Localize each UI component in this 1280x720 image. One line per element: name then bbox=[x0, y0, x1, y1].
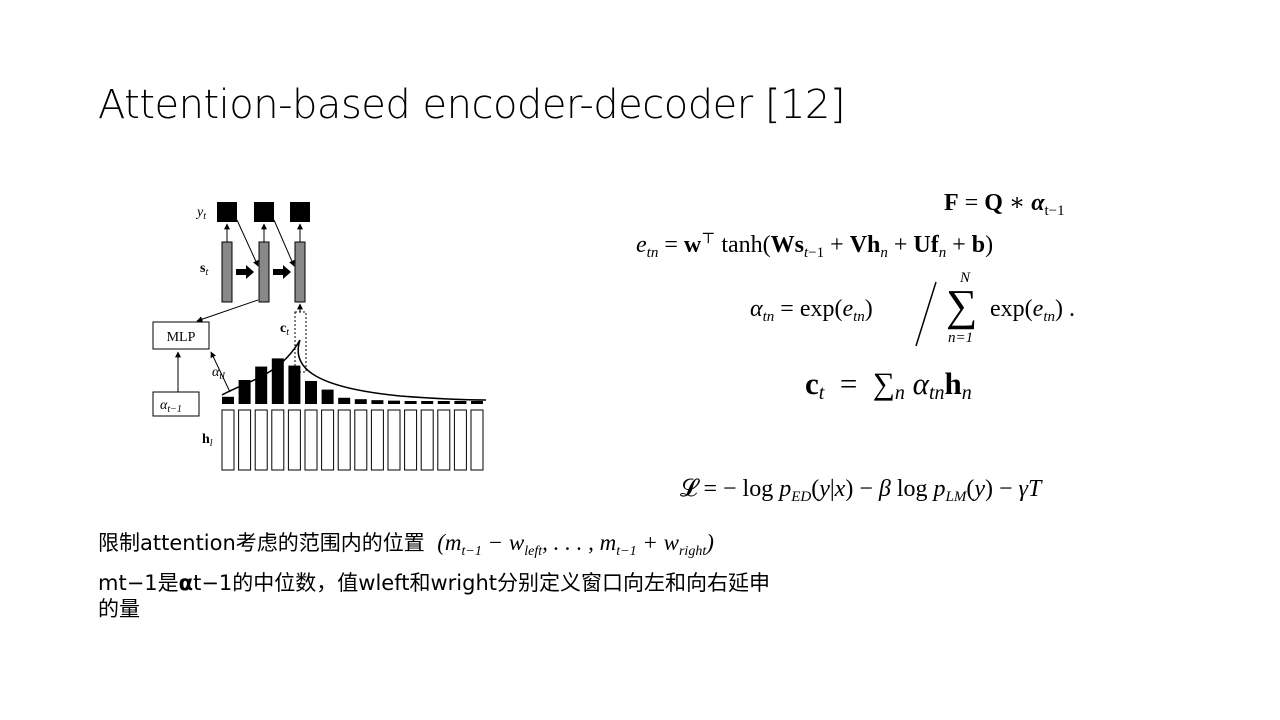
encoder-cell bbox=[271, 409, 285, 471]
encoder-cell bbox=[254, 409, 268, 471]
encoder-cell bbox=[354, 409, 368, 471]
encoder-cell bbox=[404, 409, 418, 471]
svg-text:MLP: MLP bbox=[167, 330, 196, 345]
attention-bar bbox=[471, 401, 483, 404]
output-box-2 bbox=[254, 202, 274, 222]
encoder-cell bbox=[238, 409, 252, 471]
attention-bar bbox=[437, 401, 450, 404]
attention-bar bbox=[222, 396, 234, 404]
note-line-2: mt−1是αt−1的中位数，值wleft和wright分别定义窗口向左和向右延申… bbox=[98, 571, 770, 621]
encoder-cell bbox=[337, 409, 351, 471]
equation-loss: 𝓛 = − log pED(y|x) − β log pLM(y) − γT bbox=[680, 476, 1042, 505]
attention-bar bbox=[371, 400, 384, 404]
encoder-cell bbox=[437, 409, 451, 471]
alpha-prev-box bbox=[152, 391, 200, 417]
encoder-hidden-states bbox=[221, 409, 484, 471]
attention-bar bbox=[454, 401, 467, 404]
encoder-cell bbox=[453, 409, 467, 471]
attention-bar bbox=[305, 380, 317, 404]
slide-title: Attention-based encoder-decoder [12] bbox=[98, 82, 845, 128]
attention-bar bbox=[388, 400, 400, 404]
attention-bar bbox=[404, 401, 417, 404]
equation-context: ct = ∑n αtnhn bbox=[805, 366, 972, 404]
decoder-state-2 bbox=[258, 241, 270, 303]
encoder-cell bbox=[387, 409, 401, 471]
attention-bar bbox=[271, 358, 284, 404]
context-vector bbox=[294, 311, 307, 373]
attention-bar bbox=[338, 397, 351, 404]
encoder-cell bbox=[370, 409, 384, 471]
svg-text:αt−1: αt−1 bbox=[160, 398, 182, 415]
c-label: ct bbox=[280, 321, 289, 338]
encoder-cell bbox=[287, 409, 301, 471]
attention-bar bbox=[354, 399, 367, 404]
output-box-1 bbox=[217, 202, 237, 222]
attention-weight-bars bbox=[222, 358, 483, 404]
attention-bar bbox=[421, 401, 434, 404]
decoder-state-3 bbox=[294, 241, 306, 303]
window-formula: (mt−1 − wleft, . . . , mt−1 + wright) bbox=[431, 530, 714, 559]
equation-energy: etn = w⊤ tanh(Wst−1 + Vhn + Ufn + b) bbox=[636, 231, 994, 261]
attention-bar bbox=[321, 389, 334, 404]
equation-f: F = Q ∗ αt−1 bbox=[944, 190, 1065, 219]
h-label: hl bbox=[202, 432, 213, 449]
y-label: yt bbox=[195, 205, 206, 222]
attention-bar bbox=[255, 366, 268, 404]
s-label: st bbox=[200, 261, 208, 278]
note-line-1: 限制attention考虑的范围内的位置 (mt−1 − wleft, . . … bbox=[98, 530, 714, 559]
encoder-cell bbox=[304, 409, 318, 471]
encoder-cell bbox=[221, 409, 235, 471]
attention-bar bbox=[288, 365, 301, 404]
encoder-cell bbox=[470, 409, 484, 471]
decoder-state-1 bbox=[221, 241, 233, 303]
mlp-box bbox=[152, 321, 210, 350]
output-box-3 bbox=[290, 202, 310, 222]
encoder-cell bbox=[321, 409, 335, 471]
encoder-cell bbox=[420, 409, 434, 471]
